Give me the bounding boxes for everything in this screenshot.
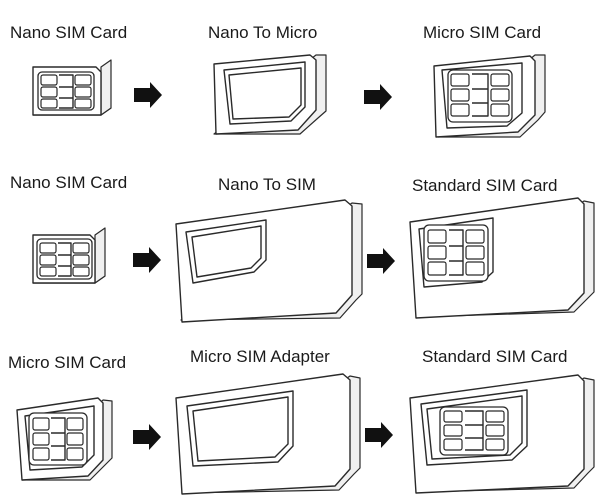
row2-arrow-2-icon: [367, 248, 395, 274]
row3-source-label: Micro SIM Card: [8, 353, 127, 372]
row3-micro-sim-adapter-icon: [175, 373, 361, 495]
row1-arrow-2-icon: [364, 84, 392, 110]
row1-micro-sim-card-icon: [433, 54, 546, 138]
row1-source-label: Nano SIM Card: [10, 23, 128, 42]
row2-nano-sim-card-icon: [32, 227, 106, 284]
row2-nano-to-sim-adapter-icon: [175, 199, 363, 323]
row3-arrow-2-icon: [365, 422, 393, 448]
row2-source-label: Nano SIM Card: [10, 173, 128, 192]
row1-arrow-1-icon: [134, 82, 162, 108]
row3-adapter-label: Micro SIM Adapter: [190, 347, 330, 366]
row2-adapter-label: Nano To SIM: [218, 175, 316, 194]
row1-result-label: Micro SIM Card: [423, 23, 542, 42]
row1-nano-to-micro-adapter-icon: [213, 54, 327, 135]
row2-standard-sim-card-icon: [409, 197, 595, 319]
row3-arrow-1-icon: [133, 424, 161, 450]
row3-micro-sim-card-icon: [16, 397, 113, 481]
row2-arrow-1-icon: [133, 247, 161, 273]
row3-result-label: Standard SIM Card: [422, 347, 568, 366]
row1-nano-sim-card-icon: [32, 59, 112, 116]
row3-standard-sim-card-icon: [409, 374, 595, 494]
row2-result-label: Standard SIM Card: [412, 176, 558, 195]
row1-adapter-label: Nano To Micro: [208, 23, 318, 42]
